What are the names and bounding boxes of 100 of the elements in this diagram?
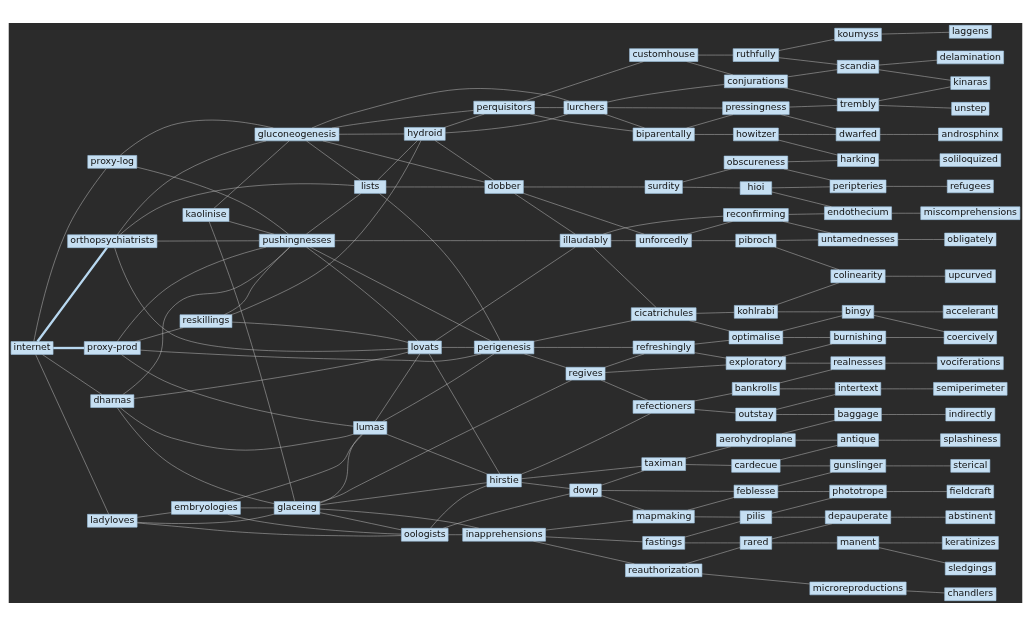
node-box: bingy (841, 305, 875, 319)
connector (607, 84, 725, 103)
node-box: feblesse (733, 484, 779, 499)
node-box: cardecue (731, 459, 781, 473)
node-box: proxy-prod (84, 341, 141, 355)
connector (691, 240, 736, 241)
node-box: refectioners (632, 400, 695, 414)
connector (775, 394, 836, 410)
connector (230, 140, 422, 315)
connector (604, 113, 645, 129)
connector (119, 407, 354, 451)
connector (533, 320, 633, 342)
node-box: endothecium (824, 206, 892, 220)
connector (319, 482, 487, 506)
node-box: koumyss (834, 27, 882, 42)
node-box: peripteries (829, 179, 887, 194)
connector (319, 379, 572, 503)
node-box: hioi (739, 181, 772, 195)
node-box: antique (837, 433, 879, 447)
node-box: harking (837, 153, 879, 167)
connector (777, 472, 833, 487)
connector (697, 54, 734, 56)
connector (306, 246, 419, 342)
connector (334, 240, 561, 241)
node-box: howitzer (733, 127, 779, 142)
node-box: mapmaking (632, 509, 695, 524)
connector (885, 362, 938, 364)
connector (771, 517, 826, 518)
node-box: fieldcraft (946, 484, 994, 499)
node-box: perigenesis (474, 340, 535, 355)
node-box: orthopsychiatrists (67, 234, 158, 248)
connector (610, 240, 637, 241)
node-box: laggens (949, 25, 992, 39)
connector (878, 105, 952, 109)
connector (686, 114, 734, 129)
connector (885, 186, 948, 187)
node-box: pushingnesses (259, 233, 335, 248)
connector (35, 354, 109, 515)
node-box: dobber (484, 180, 524, 194)
connector (880, 388, 934, 390)
connector (524, 353, 567, 368)
node-box: phototrope (829, 484, 887, 499)
node-box: kohlrabi (734, 305, 778, 319)
node-box: coercively (943, 330, 997, 345)
connector (879, 134, 939, 135)
connector (140, 349, 482, 362)
connector (694, 516, 741, 518)
connector (779, 445, 838, 461)
node-box: optimalise (728, 330, 784, 345)
connector (687, 221, 733, 235)
connector (224, 246, 290, 315)
connector (604, 353, 645, 368)
connector (53, 346, 85, 350)
connector (441, 347, 475, 348)
connector (694, 134, 734, 135)
connector (136, 166, 289, 235)
connector (779, 465, 831, 467)
connector (779, 388, 836, 390)
connector (795, 439, 838, 441)
connector (240, 507, 275, 509)
connector (694, 352, 727, 359)
connector (122, 246, 291, 395)
node-box: androsphinx (938, 127, 1003, 142)
connector (429, 353, 500, 475)
connector (682, 168, 732, 183)
connector (774, 282, 840, 306)
node-box: dharnas (90, 394, 135, 408)
connector (775, 239, 819, 241)
node-box: lovats (407, 340, 442, 355)
node-box: realnesses (830, 356, 886, 370)
connector (601, 495, 645, 511)
node-box: kaolinise (182, 208, 230, 222)
connector (213, 140, 290, 209)
connector (789, 105, 838, 108)
node-box: colinearity (830, 269, 886, 283)
connector (117, 407, 275, 504)
connector (319, 434, 362, 504)
connector (379, 193, 501, 342)
connector (784, 87, 838, 101)
connector (545, 519, 634, 531)
node-box: reskillings (179, 314, 233, 328)
connector (592, 246, 657, 308)
connector (684, 542, 741, 544)
connector (778, 134, 837, 135)
connector (136, 512, 172, 518)
connector (878, 439, 941, 441)
connector (780, 114, 837, 130)
node-box: lumas (353, 421, 388, 435)
node-box: obligately (944, 232, 997, 247)
connector (42, 354, 103, 395)
connector (778, 139, 838, 156)
node-box: gluconeogenesis (254, 127, 340, 142)
connector (701, 573, 810, 585)
node-box: abstinent (945, 510, 996, 524)
node-box: pilis (739, 510, 772, 524)
node-box: pressingness (722, 101, 790, 115)
node-box: scandia (837, 60, 879, 74)
connector (338, 133, 405, 135)
node-box: sterical (950, 459, 991, 473)
connector (121, 354, 354, 427)
